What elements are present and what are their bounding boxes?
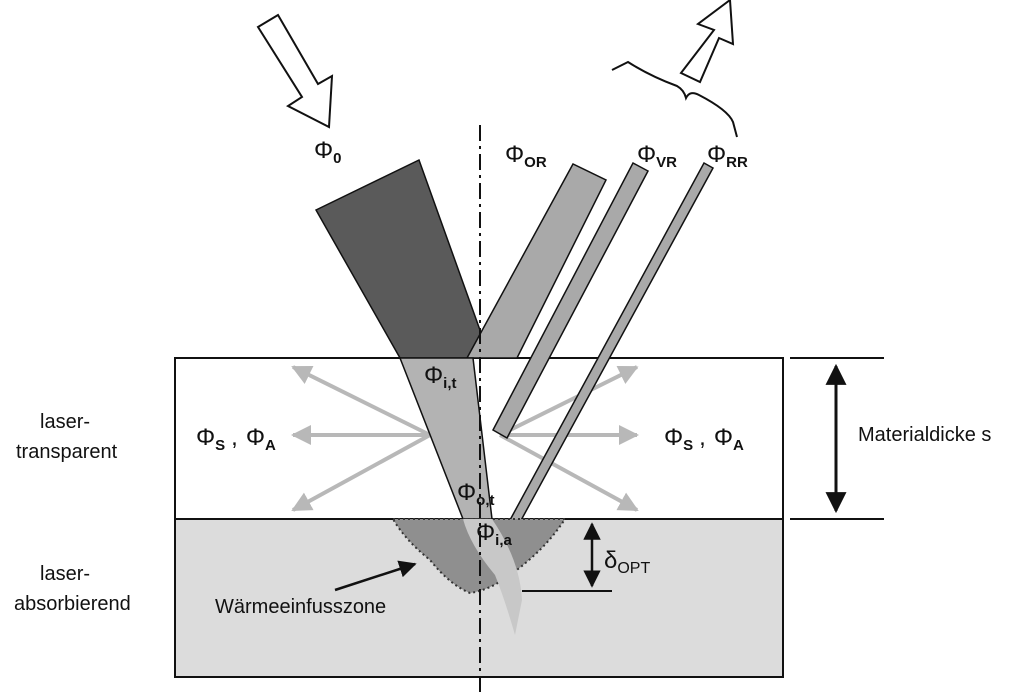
label-phi-0: Φ0: [314, 137, 342, 167]
label-phi-or: ΦOR: [505, 141, 547, 171]
outgoing-arrow-icon: [679, 0, 735, 84]
label-phi-ot: Φo,t: [457, 479, 494, 509]
absorbed-beam-tail: [463, 519, 522, 635]
label-phi-s-a-right: ΦS,ΦA: [664, 424, 744, 454]
reflected-beam-vr: [491, 161, 650, 440]
scatter-arrows: [291, 365, 639, 512]
label-laser-absorbing-2: absorbierend: [14, 593, 131, 615]
label-phi-vr: ΦVR: [637, 141, 677, 171]
label-laser-transparent-1: laser-: [40, 411, 90, 433]
label-delta-opt: δOPT: [604, 547, 650, 577]
label-phi-s-a-left: ΦS,ΦA: [196, 424, 276, 454]
label-phi-it: Φi,t: [424, 362, 457, 392]
label-laser-absorbing-1: laser-: [40, 563, 90, 585]
label-phi-rr: ΦRR: [707, 141, 748, 171]
incident-beam: [314, 158, 492, 359]
heat-affected-zone: [391, 518, 567, 595]
label-phi-ia: Φi,a: [476, 519, 512, 549]
label-material-thickness: Materialdicke s: [858, 424, 991, 446]
reflection-brace: [611, 60, 738, 138]
label-heat-zone: Wärmeeinfusszone: [215, 596, 386, 618]
incoming-arrow-icon: [256, 13, 334, 129]
reflected-beam-or: [465, 163, 608, 359]
heat-zone-leader: [334, 560, 417, 592]
label-laser-transparent-2: transparent: [16, 441, 118, 463]
